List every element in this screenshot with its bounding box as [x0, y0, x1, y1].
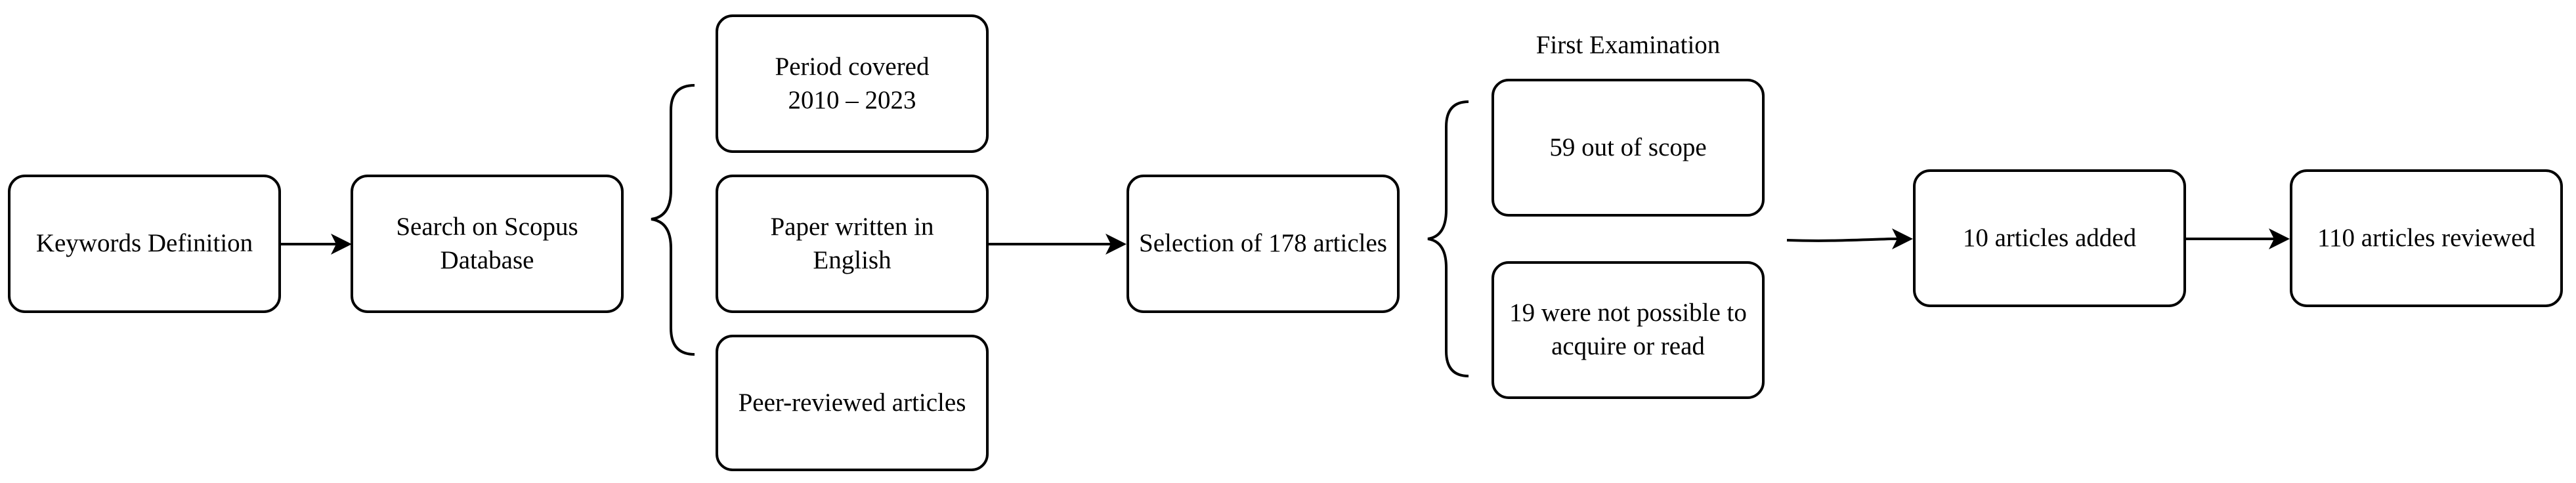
- search-scopus-box: Search on Scopus Database: [351, 175, 624, 313]
- arrowhead-reviewed: [2269, 228, 2290, 249]
- period-covered-box: Period covered 2010 – 2023: [716, 14, 989, 153]
- peer-reviewed-box: Peer-reviewed articles: [716, 335, 989, 471]
- first-examination-label: First Examination: [1535, 31, 1721, 59]
- arrowhead-search: [331, 234, 352, 255]
- articles-added-box: 10 articles added: [1913, 169, 2186, 307]
- selection-box: Selection of 178 articles: [1127, 175, 1400, 313]
- keywords-definition-box: Keywords Definition: [8, 175, 281, 313]
- arrowhead-selection: [1106, 234, 1127, 255]
- arrow-exam-to-added: [1786, 238, 1900, 242]
- written-in-english-box: Paper written in English: [716, 175, 989, 313]
- out-of-scope-box: 59 out of scope: [1492, 79, 1765, 217]
- arrowhead-added: [1892, 228, 1913, 249]
- articles-reviewed-box: 110 articles reviewed: [2290, 169, 2563, 307]
- brace-criteria: [651, 84, 695, 356]
- brace-first-examination: [1427, 100, 1469, 377]
- not-possible-box: 19 were not possible to acquire or read: [1492, 261, 1765, 399]
